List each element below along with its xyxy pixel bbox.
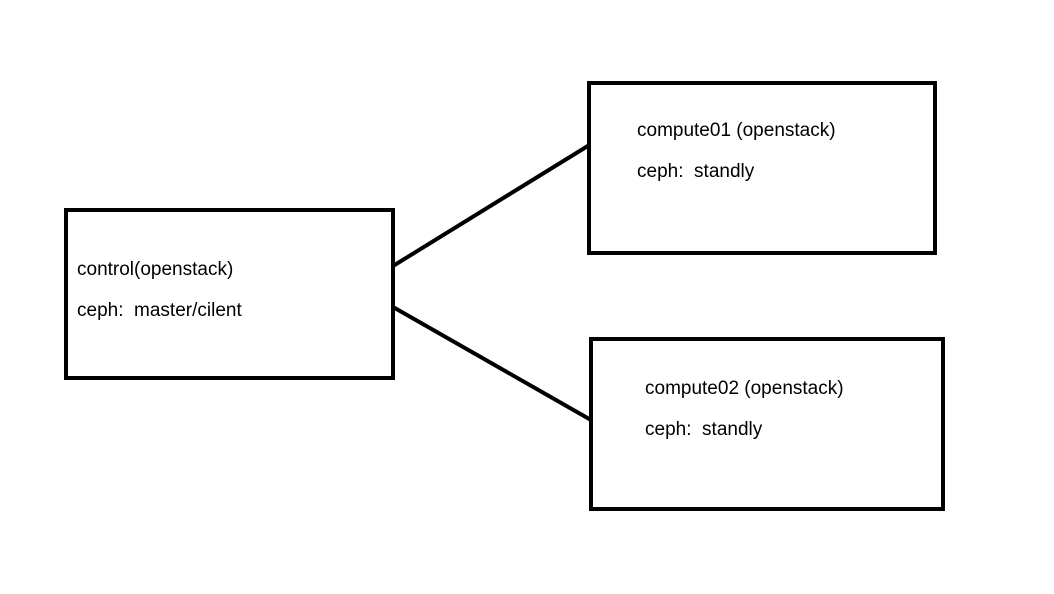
node-compute01-subtitle: ceph: standly <box>637 161 755 182</box>
node-compute02-title: compute02 (openstack) <box>645 378 844 399</box>
node-compute01: compute01 (openstack) ceph: standly <box>587 81 937 255</box>
connector-control-to-compute02 <box>392 305 592 422</box>
node-control-title: control(openstack) <box>77 259 234 280</box>
node-control-subtitle: ceph: master/cilent <box>77 300 242 321</box>
connector-control-to-compute01 <box>391 142 593 268</box>
node-compute02-subtitle: ceph: standly <box>645 419 763 440</box>
node-compute02: compute02 (openstack) ceph: standly <box>589 337 945 511</box>
node-compute01-title: compute01 (openstack) <box>637 120 836 141</box>
node-control: control(openstack) ceph: master/cilent <box>64 208 395 380</box>
